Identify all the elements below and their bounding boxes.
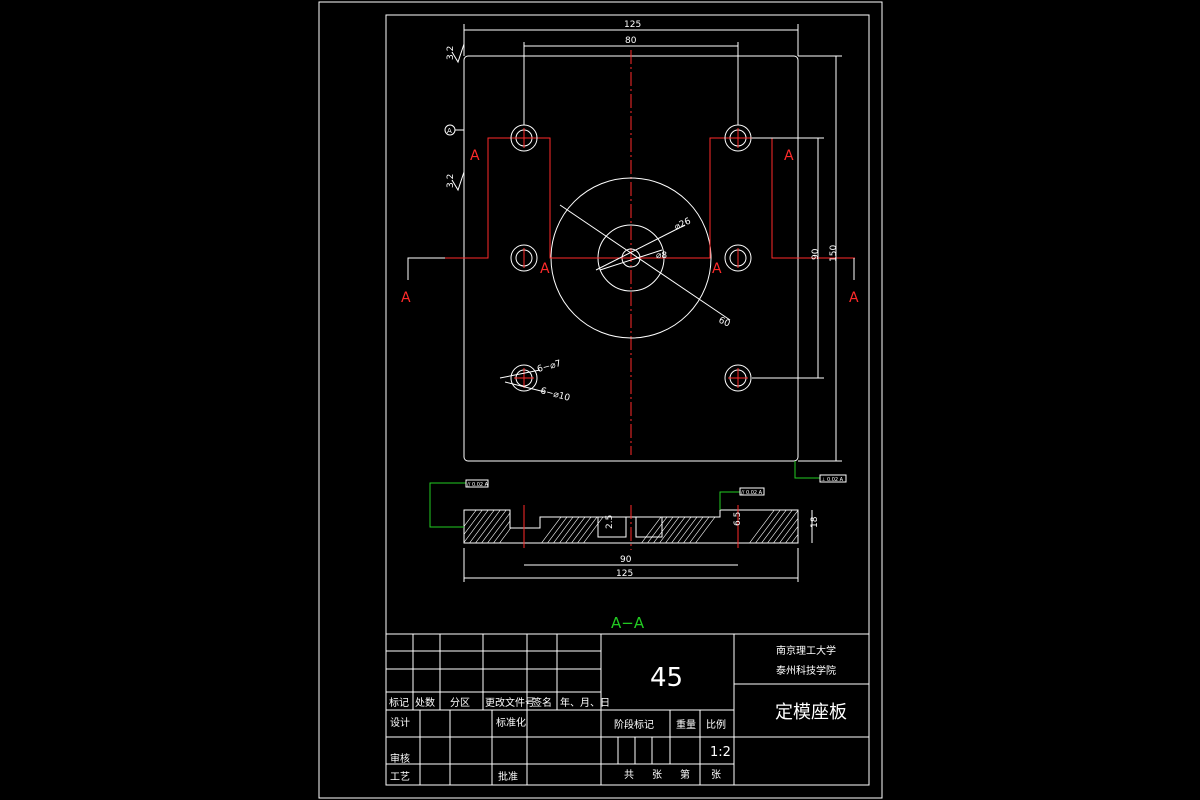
dim-height: 150 (829, 245, 839, 262)
svg-text:3.2: 3.2 (446, 46, 456, 60)
dimension-lines (463, 24, 842, 462)
tb-review: 审核 (390, 752, 410, 765)
tb-header: 年、月、日 (560, 696, 610, 709)
tb-part-name: 定模座板 (775, 702, 847, 723)
tb-weight: 重量 (676, 718, 696, 731)
dim-bore: ⌀26 (673, 216, 693, 232)
tolerance-frame: // 0.02 A (467, 482, 489, 488)
tb-school-1: 南京理工大学 (776, 644, 836, 657)
dim-counterbore: 60 (717, 316, 732, 330)
tb-scale: 1:2 (710, 745, 731, 760)
tb-material: 45 (650, 663, 683, 693)
section-marker: A (849, 290, 859, 306)
tb-sheets: 张 (652, 769, 662, 781)
section-marker: A (540, 261, 550, 277)
dim-section-thickness: 18 (810, 516, 820, 528)
title-block: 标记 处数 分区 更改文件号 签名 年、月、日 设计 标准化 审核 工艺 批准 … (385, 633, 870, 786)
tb-ratio: 比例 (706, 718, 726, 731)
dim-hole-small: 6−⌀7 (536, 359, 562, 375)
dim-top-width: 125 (624, 20, 641, 30)
section-cut-line (445, 137, 855, 259)
plan-view: 125 80 90 150 ⌀26 ⌀8 60 6−⌀7 6−⌀10 3.2 3… (401, 20, 859, 483)
section-hatch (464, 510, 798, 543)
dim-section-depth-1: 2.5 (605, 515, 615, 529)
tb-header: 签名 (532, 696, 552, 709)
tolerance-frame: ⊥ 0.02 A (821, 477, 844, 483)
tb-total: 共 (624, 769, 634, 781)
tb-header: 标记 (389, 697, 409, 709)
section-outline (463, 509, 799, 544)
section-title: A−A (611, 614, 645, 632)
tb-approve: 批准 (498, 770, 518, 783)
dim-center-hole: ⌀8 (656, 251, 667, 261)
dim-hole-large: 6−⌀10 (539, 386, 571, 404)
dim-section-outer: 125 (616, 569, 633, 579)
tb-school-2: 泰州科技学院 (776, 664, 836, 677)
svg-text:A: A (447, 127, 452, 135)
tb-page: 第 (680, 768, 690, 781)
dim-hole-spacing-x: 80 (625, 36, 637, 46)
tb-header: 分区 (450, 697, 470, 709)
tb-header: 更改文件号 (485, 696, 535, 709)
sheet-border (318, 1, 883, 799)
dim-section-inner: 90 (620, 555, 632, 565)
svg-text:3.2: 3.2 (446, 174, 456, 188)
dim-hole-spacing-y: 90 (811, 248, 821, 260)
section-marker: A (712, 261, 722, 277)
mounting-holes (510, 124, 752, 392)
roughness-symbol-mid: 3.2 (446, 171, 465, 192)
datum-symbol: A (444, 124, 464, 136)
dim-section-depth-2: 6.5 (733, 512, 743, 526)
tb-stage-mark: 阶段标记 (614, 718, 654, 731)
section-view: 90 125 2.5 6.5 18 // 0.02 A // 0.02 A A−… (429, 479, 820, 632)
section-marker: A (784, 148, 794, 164)
tb-standard: 标准化 (496, 716, 526, 729)
tolerance-frame: // 0.02 A (741, 490, 763, 496)
section-marker: A (470, 148, 480, 164)
tb-process: 工艺 (390, 771, 410, 783)
roughness-symbol-top: 3.2 (446, 43, 465, 64)
tb-sheet: 张 (711, 769, 721, 781)
section-marker: A (401, 290, 411, 306)
tb-header: 处数 (415, 696, 435, 709)
tb-design: 设计 (390, 716, 410, 729)
